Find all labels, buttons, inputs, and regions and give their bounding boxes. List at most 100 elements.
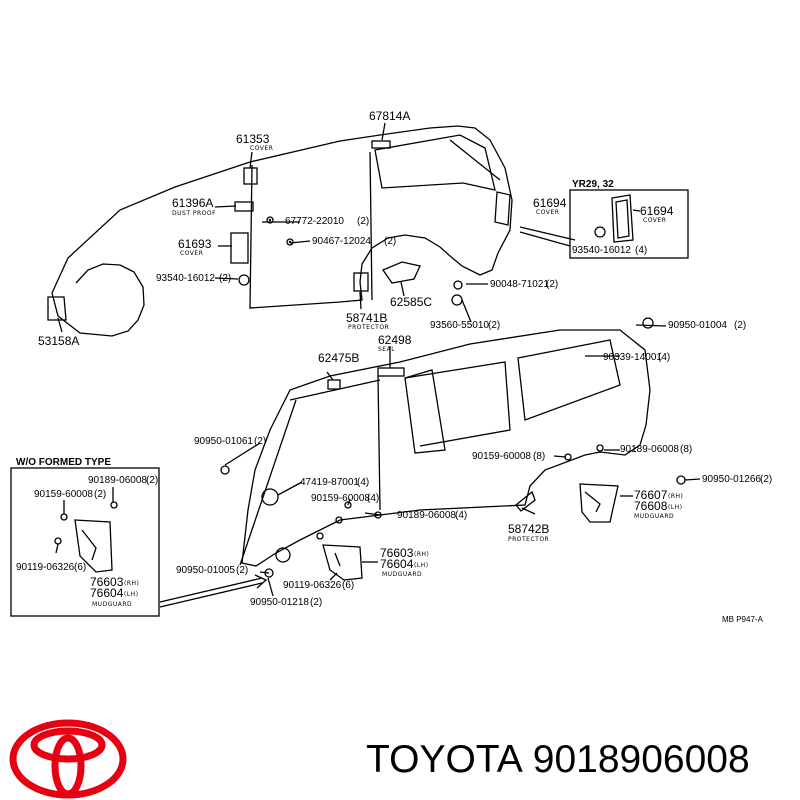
label-76604-mid-side: (LH) xyxy=(414,562,429,569)
yr29-box xyxy=(569,189,689,259)
label-mudguard-mid: MUDGUARD xyxy=(382,571,423,578)
label-58742B-sub: PROTECTOR xyxy=(508,536,550,543)
label-62498: 62498 xyxy=(378,333,412,347)
label-90159-box-qty: (2) xyxy=(94,489,107,500)
page-reference: MB P947-A xyxy=(722,615,763,624)
label-90950-01004-qty: (2) xyxy=(734,320,747,331)
label-76607: 76607 xyxy=(634,488,668,502)
label-90189-mid: 90189-06008 xyxy=(397,510,456,521)
lower-van-outline xyxy=(241,329,651,567)
label-93540-left-qty: (2) xyxy=(219,273,232,284)
label-61694-right-sub: COVER xyxy=(643,217,667,224)
label-90467: 90467-12024 xyxy=(312,236,371,247)
label-76603-mid: 76603 xyxy=(380,546,414,560)
label-93560-qty: (2) xyxy=(488,320,501,331)
mudguard-rh xyxy=(579,483,619,523)
brand-name: TOYOTA xyxy=(366,738,523,781)
label-61693-sub: COVER xyxy=(180,250,204,257)
label-61396A-sub: DUST PROOF xyxy=(172,210,217,217)
label-76604-mid: 76604 xyxy=(380,557,414,571)
label-62585C: 62585C xyxy=(390,295,433,309)
label-62498-sub: SEAL xyxy=(378,346,396,353)
protector-58741B xyxy=(353,272,369,292)
label-93540-left: 93540-16012 xyxy=(156,273,215,284)
label-61694-left: 61694 xyxy=(533,196,567,210)
label-90950-01061-qty: (2) xyxy=(254,436,267,447)
label-67814A: 67814A xyxy=(369,109,411,123)
label-90950-01218-qty: (2) xyxy=(310,597,323,608)
label-90950-01061: 90950-01061 xyxy=(194,436,253,447)
label-90159-mid-qty: (4) xyxy=(367,493,380,504)
label-67772: 67772-22010 xyxy=(285,216,344,227)
label-90950-01005-qty: (2) xyxy=(236,565,249,576)
cover-62585C xyxy=(382,261,421,284)
label-90048: 90048-71021 xyxy=(490,279,549,290)
label-90159-box: 90159-60008 xyxy=(34,489,93,500)
label-90119-box: 90119-06326 xyxy=(16,562,75,573)
label-47419: 47419-87001 xyxy=(300,477,359,488)
label-61693: 61693 xyxy=(178,237,212,251)
label-90467-qty: (2) xyxy=(384,236,397,247)
label-76607-side: (RH) xyxy=(668,493,684,500)
label-76603-box: 76603 xyxy=(90,575,124,589)
label-90189-mid-qty: (4) xyxy=(455,510,468,521)
logo-horizontal-ring xyxy=(30,727,106,763)
label-76608-side: (LH) xyxy=(668,504,683,511)
cover-61693 xyxy=(230,232,249,264)
label-90950-01004: 90950-01004 xyxy=(668,320,727,331)
label-61353-sub: COVER xyxy=(250,145,274,152)
wo-formed-box xyxy=(10,467,160,617)
upper-rear-window xyxy=(374,134,496,191)
yr-title: YR29, 32 xyxy=(572,179,614,190)
seal-62498 xyxy=(377,367,405,377)
label-90189-right: 90189-06008 xyxy=(620,444,679,455)
label-90950-01266-qty: (2) xyxy=(760,474,773,485)
toyota-logo xyxy=(9,719,127,799)
label-90339-qty: (4) xyxy=(658,352,671,363)
lower-window-3 xyxy=(517,339,621,421)
label-61694-right: 61694 xyxy=(640,204,674,218)
label-76604-box: 76604 xyxy=(90,586,124,600)
label-90119-box-qty: (6) xyxy=(74,562,87,573)
bumper-53158A xyxy=(47,296,67,321)
label-47419-qty: (4) xyxy=(357,477,370,488)
lower-window-2 xyxy=(404,361,511,447)
dust-proof-61396A xyxy=(234,201,254,212)
clip-62475B xyxy=(327,379,341,390)
label-90159-mid: 90159-60008 xyxy=(311,493,370,504)
label-62475B: 62475B xyxy=(318,351,360,365)
label-76603-mid-side: (RH) xyxy=(414,551,430,558)
label-61694-left-sub: COVER xyxy=(536,209,560,216)
box-mudguard xyxy=(74,519,113,573)
yr-cover xyxy=(611,194,634,243)
label-61353: 61353 xyxy=(236,132,270,146)
lower-window-1 xyxy=(404,369,446,454)
label-93540-right: 93540-16012 xyxy=(572,245,631,256)
protector-58742B xyxy=(515,490,536,512)
label-93560: 93560-55010 xyxy=(430,320,489,331)
label-90950-01005: 90950-01005 xyxy=(176,565,235,576)
label-53158A: 53158A xyxy=(38,334,80,348)
label-90339: 90339-14001 xyxy=(603,352,662,363)
label-58742B: 58742B xyxy=(508,522,550,536)
label-90189-box-qty: (2) xyxy=(146,475,159,486)
roof-cover-61353 xyxy=(243,167,258,185)
label-76608: 76608 xyxy=(634,499,668,513)
label-90189-box: 90189-06008 xyxy=(88,475,147,486)
label-90048-qty: (2) xyxy=(546,279,559,290)
mudguard-mid xyxy=(322,544,363,581)
label-90950-01218: 90950-01218 xyxy=(250,597,309,608)
label-90189-right-qty: (8) xyxy=(680,444,693,455)
label-67772-qty: (2) xyxy=(357,216,370,227)
label-90159-right: 90159-60008 xyxy=(472,451,531,462)
wo-title: W/O FORMED TYPE xyxy=(16,457,111,468)
label-mudguard-box: MUDGUARD xyxy=(92,601,133,608)
logo-vertical-ring xyxy=(51,734,85,798)
label-mudguard-right: MUDGUARD xyxy=(634,513,675,520)
upper-van-outline xyxy=(51,125,513,309)
label-76603-box-side: (RH) xyxy=(124,580,140,587)
label-58741B-sub: PROTECTOR xyxy=(348,324,390,331)
top-piece-67814A xyxy=(371,140,391,149)
parts-diagram xyxy=(10,122,701,617)
